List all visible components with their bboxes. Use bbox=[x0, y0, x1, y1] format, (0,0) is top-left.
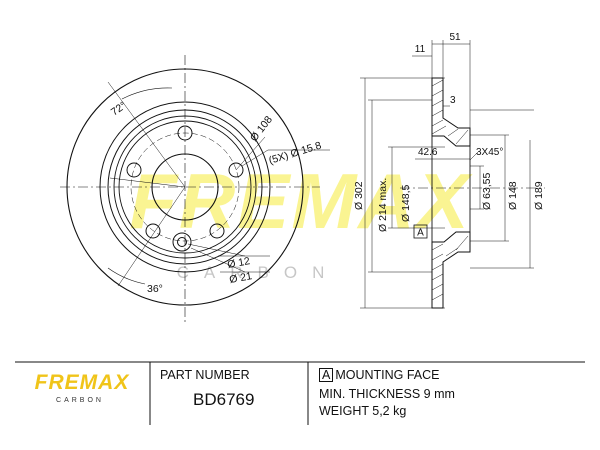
dim-51: 51 bbox=[449, 32, 461, 43]
hat-inner bbox=[118, 120, 252, 254]
hat-outer bbox=[107, 109, 263, 265]
bolt-hole-2 bbox=[228, 162, 244, 178]
weight: WEIGHT 5,2 kg bbox=[319, 404, 407, 418]
dia-148: Ø 148 bbox=[507, 181, 519, 210]
dia-63-55: Ø 63,55 bbox=[481, 172, 493, 210]
title-block-frame bbox=[15, 361, 585, 425]
bolt-hole-1 bbox=[177, 125, 193, 141]
hole-12-label: Ø 12 bbox=[226, 255, 251, 271]
bolt-hole-4 bbox=[145, 223, 161, 239]
part-number: BD6769 bbox=[193, 390, 255, 409]
locating-hole-inner bbox=[177, 237, 187, 247]
side-view bbox=[360, 40, 545, 309]
angle-72-label: 72° bbox=[109, 100, 129, 119]
pcd-circle bbox=[130, 132, 240, 242]
disc-outer bbox=[66, 68, 304, 306]
friction-inner bbox=[99, 101, 271, 273]
dia-189: Ø 189 bbox=[533, 181, 545, 210]
side-view-labels: 11 51 3 42.6 3X45° Ø 302 Ø 214 max. Ø 14… bbox=[353, 32, 545, 239]
front-view bbox=[60, 55, 330, 322]
watermark-sub: CARBON bbox=[177, 263, 340, 282]
disc-profile-bottom bbox=[431, 231, 471, 309]
dia-302: Ø 302 bbox=[353, 181, 365, 210]
locating-hole-outer bbox=[172, 232, 192, 252]
datum-box bbox=[413, 224, 428, 239]
dim-3: 3 bbox=[450, 95, 456, 106]
fremax-logo: FREMAX CARBON bbox=[35, 371, 131, 404]
hat-mid bbox=[113, 115, 257, 259]
datum-letter: A bbox=[417, 228, 424, 239]
dim-11: 11 bbox=[415, 44, 426, 55]
angle-36-label: 36° bbox=[147, 283, 163, 295]
logo-sub: CARBON bbox=[56, 397, 104, 404]
mounting-face-box: A bbox=[319, 368, 334, 382]
bolt-hole-3 bbox=[209, 223, 225, 239]
min-thickness: MIN. THICKNESS 9 mm bbox=[319, 387, 455, 401]
part-number-label: PART NUMBER bbox=[160, 368, 250, 382]
logo-main: FREMAX bbox=[35, 371, 131, 394]
hole-21-label: Ø 21 bbox=[228, 270, 253, 286]
watermark: FREMAX CARBON bbox=[129, 157, 470, 282]
mounting-face-label: MOUNTING FACE bbox=[335, 368, 440, 382]
dia-148-5: Ø 148,5 bbox=[400, 184, 412, 222]
center-bore bbox=[151, 153, 219, 221]
bolt-hole-5 bbox=[126, 162, 142, 178]
disc-profile-top bbox=[431, 77, 471, 147]
dia-214: Ø 214 max. bbox=[377, 178, 389, 232]
pcd-label: Ø 108 bbox=[248, 114, 275, 144]
dim-42-6: 42.6 bbox=[418, 147, 438, 158]
chamfer-label: 3X45° bbox=[476, 147, 503, 158]
